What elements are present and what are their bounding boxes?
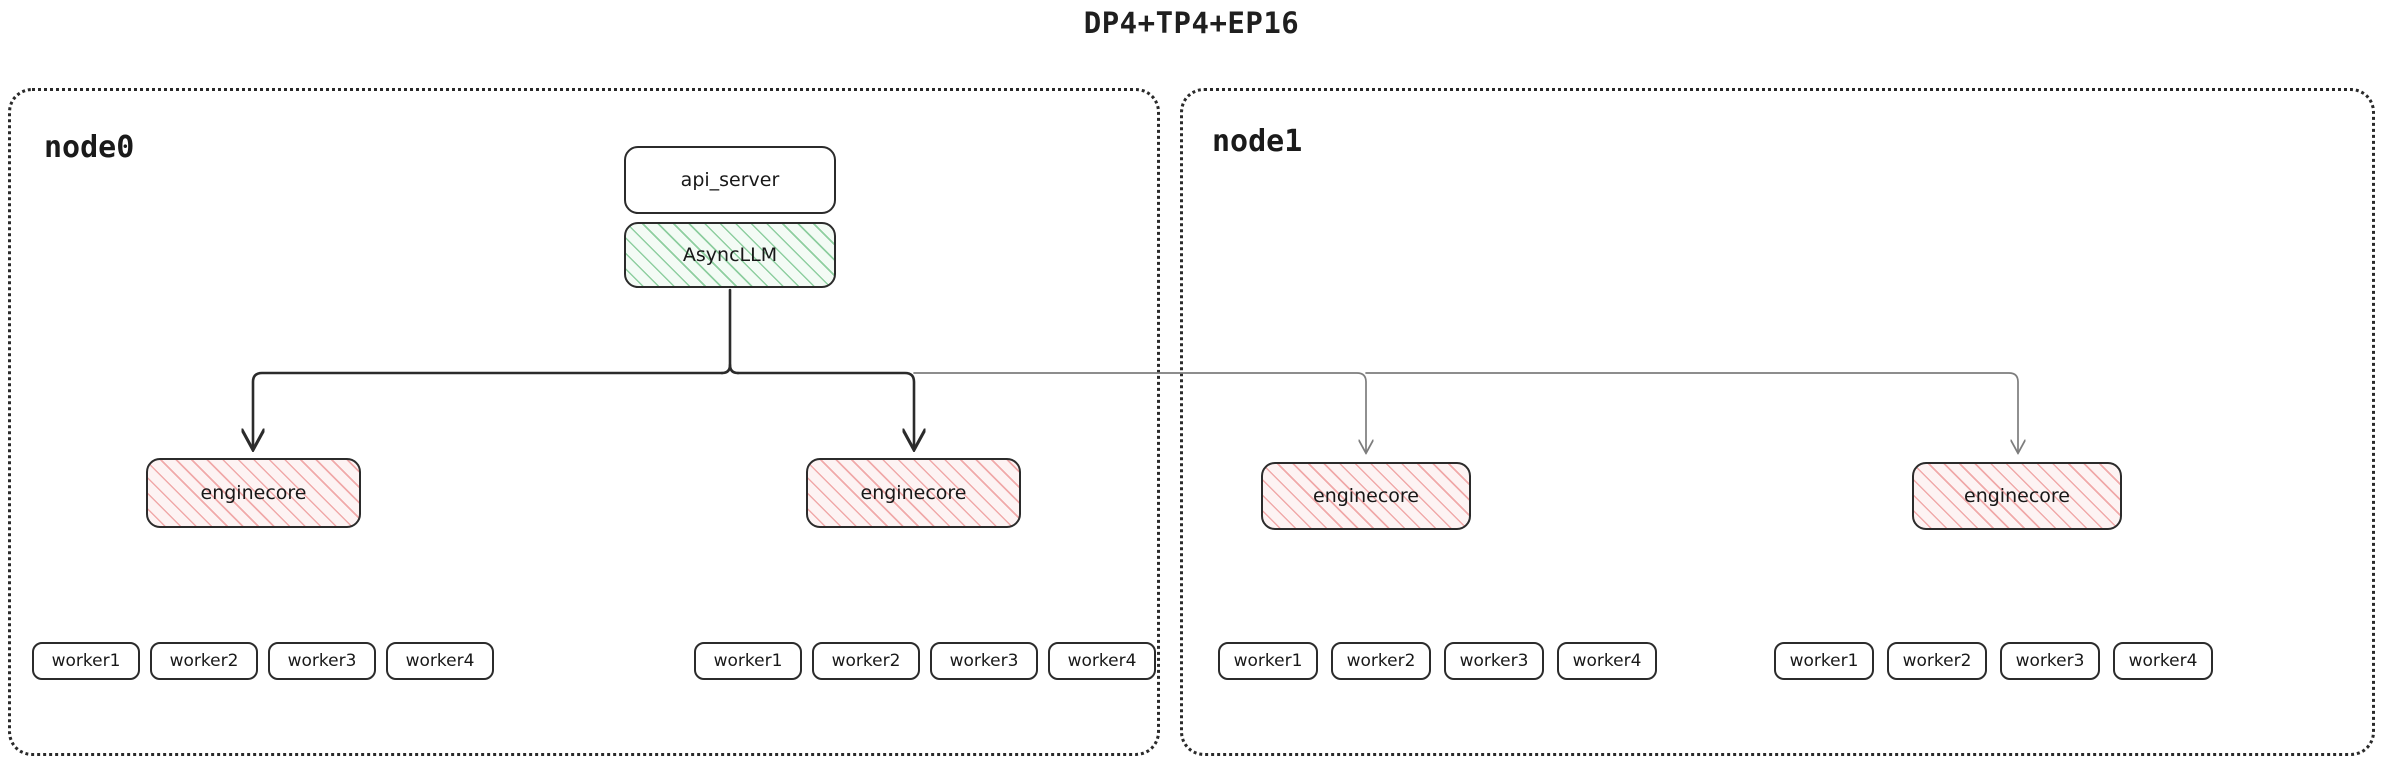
node-label-node1: node1 — [1212, 124, 1303, 159]
worker-box[interactable]: worker1 — [32, 642, 140, 680]
node-label-node0: node0 — [44, 130, 135, 165]
worker-box[interactable]: worker4 — [2113, 642, 2213, 680]
worker-box[interactable]: worker4 — [1048, 642, 1156, 680]
enginecore-box[interactable]: enginecore — [1261, 462, 1471, 530]
page-title: DP4+TP4+EP16 — [1083, 6, 1300, 40]
worker-box[interactable]: worker1 — [1218, 642, 1318, 680]
worker-box[interactable]: worker1 — [1774, 642, 1874, 680]
enginecore-box[interactable]: enginecore — [806, 458, 1021, 528]
worker-box[interactable]: worker4 — [1557, 642, 1657, 680]
async-llm-box[interactable]: AsyncLLM — [624, 222, 836, 288]
api-server-box[interactable]: api_server — [624, 146, 836, 214]
worker-box[interactable]: worker1 — [694, 642, 802, 680]
worker-box[interactable]: worker2 — [150, 642, 258, 680]
worker-box[interactable]: worker2 — [1887, 642, 1987, 680]
worker-box[interactable]: worker3 — [2000, 642, 2100, 680]
enginecore-box[interactable]: enginecore — [146, 458, 361, 528]
worker-box[interactable]: worker3 — [1444, 642, 1544, 680]
enginecore-box[interactable]: enginecore — [1912, 462, 2122, 530]
worker-box[interactable]: worker2 — [1331, 642, 1431, 680]
worker-box[interactable]: worker3 — [268, 642, 376, 680]
worker-box[interactable]: worker2 — [812, 642, 920, 680]
worker-box[interactable]: worker3 — [930, 642, 1038, 680]
worker-box[interactable]: worker4 — [386, 642, 494, 680]
